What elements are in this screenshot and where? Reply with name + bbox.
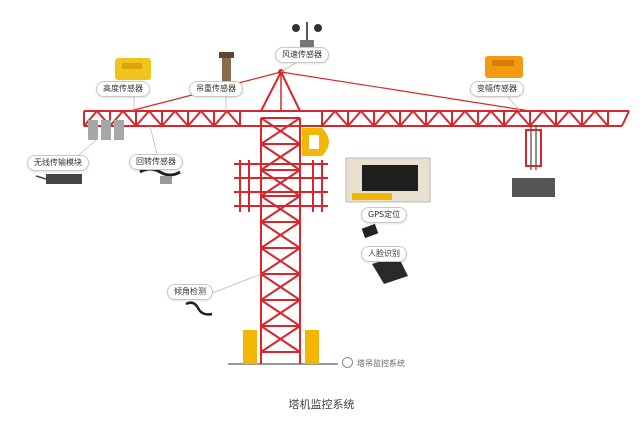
label-wireless-module: 无线传输模块 (27, 155, 89, 171)
wind-sensor-device (292, 22, 322, 50)
figure-caption: 塔机监控系统 (288, 398, 355, 411)
crane-mast (260, 117, 301, 364)
system-note-text: 塔吊监控系统 (357, 359, 405, 368)
monitor-terminal-device (345, 157, 431, 203)
label-height-sensor: 高度传感器 (96, 81, 150, 97)
face-recognition-device (372, 256, 408, 284)
hook-block (512, 126, 555, 197)
climbing-frame (234, 160, 328, 212)
info-circle-icon (342, 357, 353, 368)
tilt-sensor-device (185, 301, 213, 316)
gps-device (361, 223, 379, 239)
label-hoist-sensor: 吊重传感器 (189, 81, 243, 97)
base-block-left (243, 330, 257, 364)
label-slewing-sensor: 回转传感器 (129, 154, 183, 170)
crane-jib (83, 109, 630, 128)
slewing-sensor-device (139, 167, 181, 184)
base-block-right (305, 330, 319, 364)
height-sensor-device (115, 58, 151, 80)
system-note: 塔吊监控系统 (342, 357, 405, 369)
operator-cab (302, 128, 329, 156)
label-face-recognition: 人脸识别 (361, 246, 407, 262)
label-tilt-detection: 倾角检测 (167, 284, 213, 300)
amplitude-sensor-device (485, 56, 523, 78)
wireless-module-device (35, 174, 82, 184)
label-wind-sensor: 风速传感器 (275, 47, 329, 63)
crane-apex (129, 69, 531, 112)
counterweight (88, 120, 124, 140)
label-gps: GPS定位 (361, 207, 408, 223)
hoist-sensor-device (219, 52, 234, 82)
label-amplitude-sensor: 变幅传感器 (470, 81, 524, 97)
